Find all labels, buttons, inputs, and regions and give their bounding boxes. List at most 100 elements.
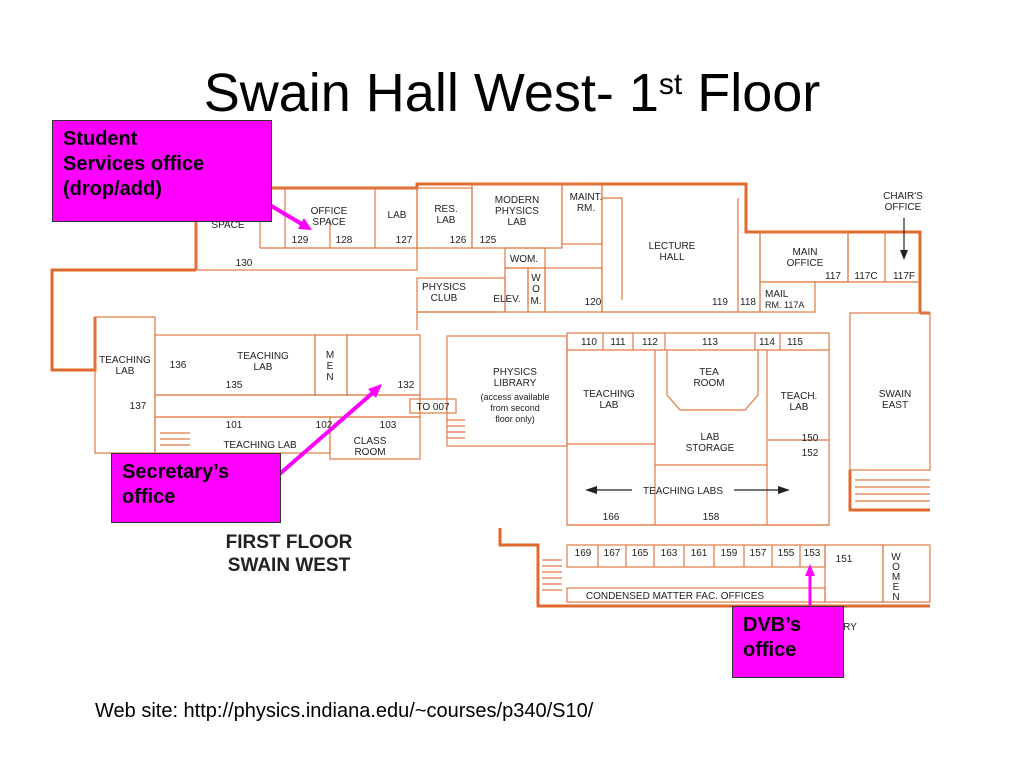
room-teach-lab-r-l2: LAB	[790, 402, 809, 413]
room-132: 132	[398, 380, 415, 391]
room-wom: WOM.	[510, 254, 538, 265]
room-mail-l2: RM. 117A	[765, 300, 804, 310]
room-119: 119	[712, 297, 728, 308]
room-lab-storage-l2: STORAGE	[686, 443, 735, 454]
room-office-space-l2: SPACE	[312, 217, 345, 228]
room-lecture-l2: HALL	[659, 252, 684, 263]
room-teaching-lab-bottom: TEACHING LAB	[223, 440, 297, 451]
room-wom-v1: W	[531, 273, 541, 284]
room-teaching-lab-l2: LAB	[116, 366, 135, 377]
room-wom-v2: O	[532, 284, 540, 295]
room-mail-l1: MAIL	[765, 289, 789, 300]
floor-label-line2: SWAIN WEST	[228, 555, 351, 576]
room-151: 151	[836, 554, 853, 565]
room-teach-lab-mid-l2: LAB	[600, 400, 619, 411]
room-103: 103	[380, 420, 397, 431]
secretary-line2: office	[122, 486, 176, 508]
dvb-line2: office	[743, 639, 797, 661]
room-110: 110	[581, 337, 597, 348]
room-152: 152	[802, 448, 819, 459]
room-163: 163	[661, 548, 678, 559]
room-chairs-l2: OFFICE	[885, 202, 922, 213]
room-125: 125	[480, 235, 497, 246]
slide-title: Swain Hall West- 1st Floor	[0, 62, 1024, 124]
room-169: 169	[575, 548, 592, 559]
dvb-line1: DVB’s	[743, 614, 802, 636]
room-modern-l1: MODERN	[495, 195, 539, 206]
room-teach-lab-mid-l1: TEACHING	[583, 389, 635, 400]
dvb-callout: DVB’s office	[732, 606, 844, 678]
room-teaching-lab2-l2: LAB	[254, 362, 273, 373]
room-men-v1: M	[326, 350, 334, 361]
room-wom-v3: M.	[530, 296, 541, 307]
room-126: 126	[450, 235, 467, 246]
room-114: 114	[759, 337, 775, 348]
room-112: 112	[642, 337, 658, 348]
room-115: 115	[787, 337, 803, 348]
library-l3: (access available	[480, 392, 549, 402]
title-superscript: st	[658, 68, 683, 101]
room-165: 165	[632, 548, 649, 559]
room-lab-storage-l1: LAB	[701, 432, 720, 443]
room-118: 118	[740, 297, 756, 308]
title-main: Swain Hall West- 1	[203, 63, 659, 123]
chairs-office-pointer-head	[900, 250, 908, 260]
room-lab: LAB	[388, 210, 407, 221]
room-elev: ELEV.	[493, 294, 520, 305]
room-117c: 117C	[854, 271, 877, 282]
title-end: Floor	[682, 63, 821, 123]
room-men-v2: E	[327, 361, 334, 372]
room-women-v4: E	[893, 582, 900, 593]
room-maint-l2: RM.	[577, 203, 595, 214]
room-150: 150	[802, 433, 819, 444]
room-129: 129	[292, 235, 309, 246]
room-111: 111	[610, 337, 626, 348]
interior-walls	[94, 183, 931, 603]
room-men-v3: N	[326, 372, 333, 383]
dvb-arrow-head	[805, 564, 815, 576]
room-res-lab-l2: LAB	[437, 215, 456, 226]
secretary-callout: Secretary’s office	[111, 453, 281, 523]
room-main-office-l2: OFFICE	[787, 258, 824, 269]
room-158: 158	[703, 512, 720, 523]
room-tea-l1: TEA	[699, 367, 719, 378]
room-class-room-l1: CLASS	[354, 436, 387, 447]
room-chairs-l1: CHAIR'S	[883, 191, 923, 202]
room-physics-club-l2: CLUB	[431, 293, 458, 304]
room-swain-east-l2: EAST	[882, 400, 908, 411]
room-teaching-lab2-l1: TEACHING	[237, 351, 289, 362]
teaching-labs-label: TEACHING LABS	[643, 486, 723, 497]
room-modern-l2: PHYSICS	[495, 206, 539, 217]
room-women-v3: M	[892, 572, 900, 583]
secretary-arrow-head	[368, 384, 382, 398]
floor-label-line1: FIRST FLOOR	[226, 532, 353, 553]
room-167: 167	[604, 548, 621, 559]
library-l5: floor only)	[495, 414, 535, 424]
library-l2: LIBRARY	[494, 378, 537, 389]
room-130: 130	[236, 258, 253, 269]
student-services-callout: Student Services office (drop/add)	[52, 120, 272, 222]
student-services-line2: Services office	[63, 153, 205, 175]
room-swain-east-l1: SWAIN	[879, 389, 911, 400]
room-117f: 117F	[893, 271, 915, 282]
secretary-arrow	[273, 388, 378, 480]
room-136: 136	[170, 360, 187, 371]
room-117: 117	[825, 271, 841, 282]
room-women-v1: W	[891, 552, 901, 563]
room-modern-l3: LAB	[508, 217, 527, 228]
room-main-office-l1: MAIN	[793, 247, 818, 258]
room-102: 102	[316, 420, 333, 431]
room-128: 128	[336, 235, 353, 246]
room-113: 113	[702, 337, 718, 348]
library-l1: PHYSICS	[493, 367, 537, 378]
room-137: 137	[130, 401, 147, 412]
condensed-matter-label: CONDENSED MATTER FAC. OFFICES	[586, 591, 764, 602]
room-women-v2: O	[892, 562, 900, 573]
room-159: 159	[721, 548, 738, 559]
secretary-line1: Secretary’s	[122, 461, 230, 483]
room-labels: SPACE OFFICE SPACE 129 128 LAB 127 RES. …	[99, 191, 923, 633]
room-office-space-l1: OFFICE	[311, 206, 348, 217]
room-space: SPACE	[211, 220, 244, 231]
student-services-line3: (drop/add)	[63, 178, 162, 200]
